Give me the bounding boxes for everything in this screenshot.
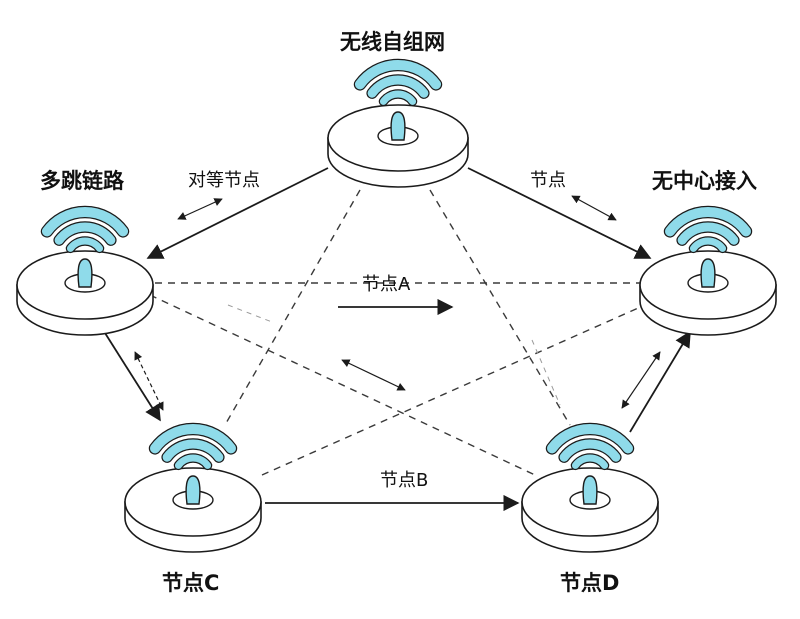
wifi-icon	[66, 237, 104, 252]
dashed-link-c-right	[261, 304, 646, 476]
node-c-label: 节点C	[162, 571, 220, 595]
wifi-icon	[54, 222, 116, 245]
double-arrow-peer	[177, 198, 223, 220]
wifi-icon	[689, 237, 727, 252]
faint-dashed-strokes	[227, 304, 561, 406]
node-top	[327, 58, 469, 188]
dashed-link-top-c	[224, 189, 361, 426]
link-left-c	[104, 332, 161, 422]
wifi-icon	[571, 454, 609, 469]
wifi-icon	[664, 207, 752, 237]
double-arrow-center	[341, 359, 406, 391]
wifi-icon	[367, 75, 429, 98]
double-arrows	[134, 195, 661, 411]
wifi-icon	[149, 424, 237, 454]
link-top-left	[146, 167, 329, 259]
antenna-icon	[582, 475, 598, 505]
link-label-node: 节点	[530, 170, 566, 191]
node-left-label: 多跳链路	[40, 169, 124, 193]
wifi-icon	[41, 207, 129, 237]
double-arrow-d-right	[621, 351, 661, 409]
wifi-icon	[677, 222, 739, 245]
wifi-icon	[174, 454, 212, 469]
solid-links	[104, 167, 691, 512]
wifi-icon	[546, 424, 634, 454]
node-right	[639, 205, 777, 336]
node-d	[521, 422, 659, 553]
nodes	[16, 58, 777, 553]
double-arrow-node	[571, 195, 617, 221]
link-label-node-b: 节点B	[380, 470, 429, 491]
node-left	[16, 205, 154, 336]
node-right-label: 无中心接入	[652, 169, 757, 193]
antenna-icon	[185, 475, 201, 505]
antenna-icon	[390, 111, 406, 141]
wifi-icon	[162, 439, 224, 462]
diagram-title: 无线自组网	[340, 30, 445, 54]
antenna-icon	[700, 258, 716, 288]
faint-stroke-1	[227, 304, 273, 323]
dashed-link-top-d	[429, 189, 571, 426]
wifi-icon	[379, 90, 417, 105]
node-d-label: 节点D	[560, 571, 620, 595]
node-c	[124, 422, 262, 553]
antenna-icon	[77, 258, 93, 288]
wifi-icon	[354, 60, 442, 90]
wifi-icon	[559, 439, 621, 462]
double-arrow-left-c	[134, 351, 164, 411]
link-label-node-a: 节点A	[362, 274, 411, 295]
link-label-peer: 对等节点	[188, 170, 260, 191]
faint-stroke-2	[531, 339, 561, 406]
link-top-right	[467, 167, 652, 259]
